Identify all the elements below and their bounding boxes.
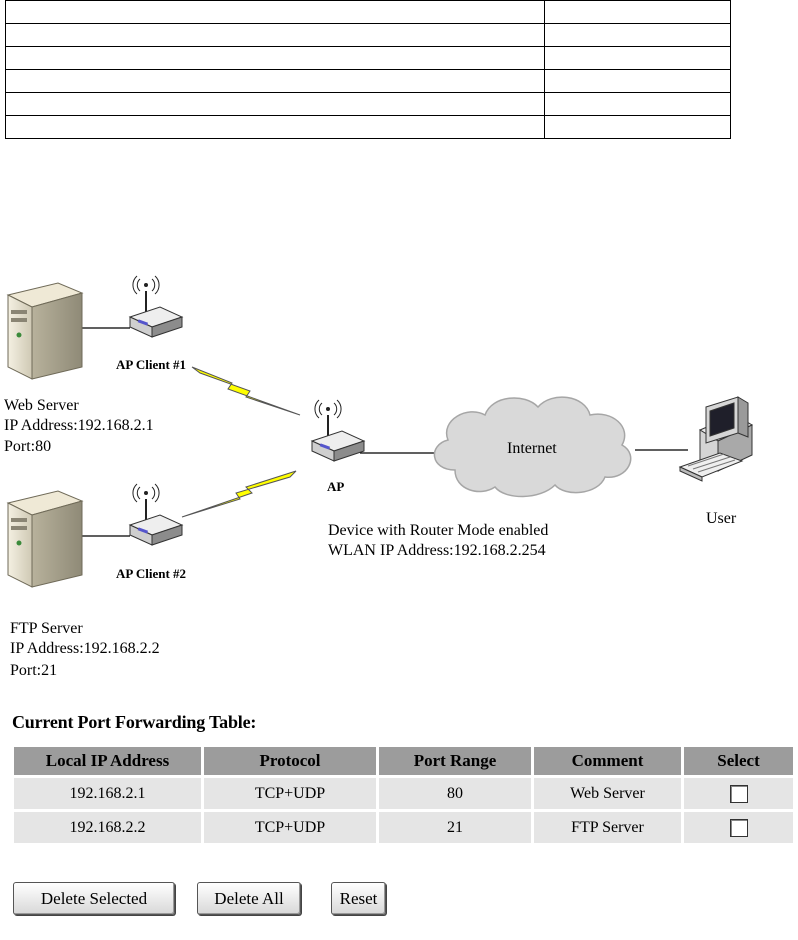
- internet-label: Internet: [507, 440, 557, 457]
- header-comment: Comment: [534, 747, 681, 775]
- grid-row: [5, 115, 731, 139]
- ap-router-icon: [310, 399, 366, 462]
- empty-grid-table: [5, 0, 731, 139]
- cell-select: [684, 778, 793, 809]
- web-server-icon: [6, 282, 84, 380]
- device-wlan-ip-label: WLAN IP Address:192.168.2.254: [328, 542, 546, 559]
- user-computer-icon: [678, 396, 754, 482]
- user-label: User: [706, 510, 737, 527]
- cell-local-ip: 192.168.2.2: [14, 812, 201, 843]
- cell-select: [684, 812, 793, 843]
- port-forwarding-table: Local IP Address Protocol Port Range Com…: [11, 744, 796, 846]
- select-checkbox[interactable]: [729, 818, 748, 837]
- table-row: 192.168.2.2 TCP+UDP 21 FTP Server: [14, 812, 793, 843]
- ap-label: AP: [327, 479, 344, 494]
- ap-client-2-label: AP Client #2: [116, 566, 186, 581]
- reset-button[interactable]: Reset: [331, 882, 386, 915]
- wireless-link-2-icon: [181, 470, 297, 518]
- grid-row: [5, 0, 731, 24]
- header-select: Select: [684, 747, 793, 775]
- header-local-ip: Local IP Address: [14, 747, 201, 775]
- ftp-server-ip: IP Address:192.168.2.2: [10, 640, 160, 657]
- wireless-link-1-icon: [191, 366, 301, 416]
- device-mode-label: Device with Router Mode enabled: [328, 522, 548, 539]
- internet-cloud-icon: [433, 396, 632, 498]
- web-server-name: Web Server: [4, 397, 79, 414]
- ap-client-1-router-icon: [128, 275, 184, 338]
- ap-client-1-label: AP Client #1: [116, 357, 186, 372]
- ftp-server-icon: [6, 490, 84, 588]
- ftp-server-name: FTP Server: [10, 620, 83, 637]
- ftp-server-port: Port:21: [10, 662, 57, 679]
- web-server-ip: IP Address:192.168.2.1: [4, 417, 154, 434]
- cell-comment: FTP Server: [534, 812, 681, 843]
- network-diagram: AP Client #1 AP Client #2 AP Web Server …: [4, 275, 754, 679]
- header-protocol: Protocol: [204, 747, 376, 775]
- web-server-port: Port:80: [4, 438, 51, 455]
- port-forwarding-title: Current Port Forwarding Table:: [12, 712, 257, 732]
- cell-comment: Web Server: [534, 778, 681, 809]
- delete-selected-button[interactable]: Delete Selected: [13, 882, 175, 915]
- cell-protocol: TCP+UDP: [204, 778, 376, 809]
- cell-port-range: 80: [379, 778, 531, 809]
- cell-port-range: 21: [379, 812, 531, 843]
- cell-local-ip: 192.168.2.1: [14, 778, 201, 809]
- grid-row: [5, 23, 731, 47]
- delete-all-button[interactable]: Delete All: [197, 882, 301, 915]
- table-row: 192.168.2.1 TCP+UDP 80 Web Server: [14, 778, 793, 809]
- header-port-range: Port Range: [379, 747, 531, 775]
- grid-row: [5, 69, 731, 93]
- grid-row: [5, 92, 731, 116]
- ap-client-2-router-icon: [128, 483, 184, 546]
- table-header-row: Local IP Address Protocol Port Range Com…: [14, 747, 793, 775]
- select-checkbox[interactable]: [729, 784, 748, 803]
- cell-protocol: TCP+UDP: [204, 812, 376, 843]
- grid-row: [5, 46, 731, 70]
